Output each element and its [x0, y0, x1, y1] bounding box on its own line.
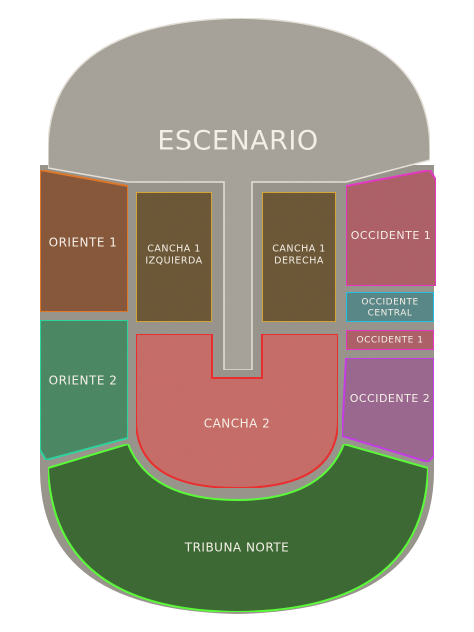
cancha-2-label: CANCHA 2 [204, 417, 271, 431]
cancha-1-izquierda-label-line1: CANCHA 1 [147, 244, 201, 255]
section-occidente-1-lower[interactable]: OCCIDENTE 1 [345, 329, 435, 351]
oriente-1-label: ORIENTE 1 [49, 236, 118, 250]
escenario-label: ESCENARIO [157, 126, 318, 157]
section-oriente-1[interactable]: ORIENTE 1 [39, 168, 129, 313]
section-oriente-2[interactable]: ORIENTE 2 [39, 319, 129, 462]
section-occidente-2[interactable]: OCCIDENTE 2 [340, 357, 435, 464]
occidente-2-label: OCCIDENTE 2 [350, 392, 431, 405]
occidente-1-upper-label: OCCIDENTE 1 [351, 229, 432, 242]
tribuna-norte-label: TRIBUNA NORTE [184, 541, 290, 555]
section-occidente-central[interactable]: OCCIDENTE CENTRAL [345, 291, 435, 323]
section-occidente-1-upper[interactable]: OCCIDENTE 1 [345, 168, 437, 287]
section-cancha-1-izquierda[interactable]: CANCHA 1 IZQUIERDA [135, 191, 213, 323]
section-cancha-2[interactable]: CANCHA 2 [135, 333, 339, 490]
cancha-1-izquierda-label-line2: IZQUIERDA [145, 256, 202, 267]
section-escenario[interactable]: ESCENARIO [47, 17, 431, 371]
section-tribuna-norte[interactable]: TRIBUNA NORTE [46, 442, 430, 614]
cancha-1-derecha-label-line2: DERECHA [274, 256, 324, 267]
occidente-central-label-line1: OCCIDENTE [361, 298, 418, 308]
cancha-1-derecha-label-line1: CANCHA 1 [272, 244, 326, 255]
occidente-1-lower-label: OCCIDENTE 1 [357, 336, 424, 346]
occidente-central-label-line2: CENTRAL [368, 309, 413, 319]
section-cancha-1-derecha[interactable]: CANCHA 1 DERECHA [261, 191, 337, 323]
oriente-2-label: ORIENTE 2 [49, 374, 118, 388]
